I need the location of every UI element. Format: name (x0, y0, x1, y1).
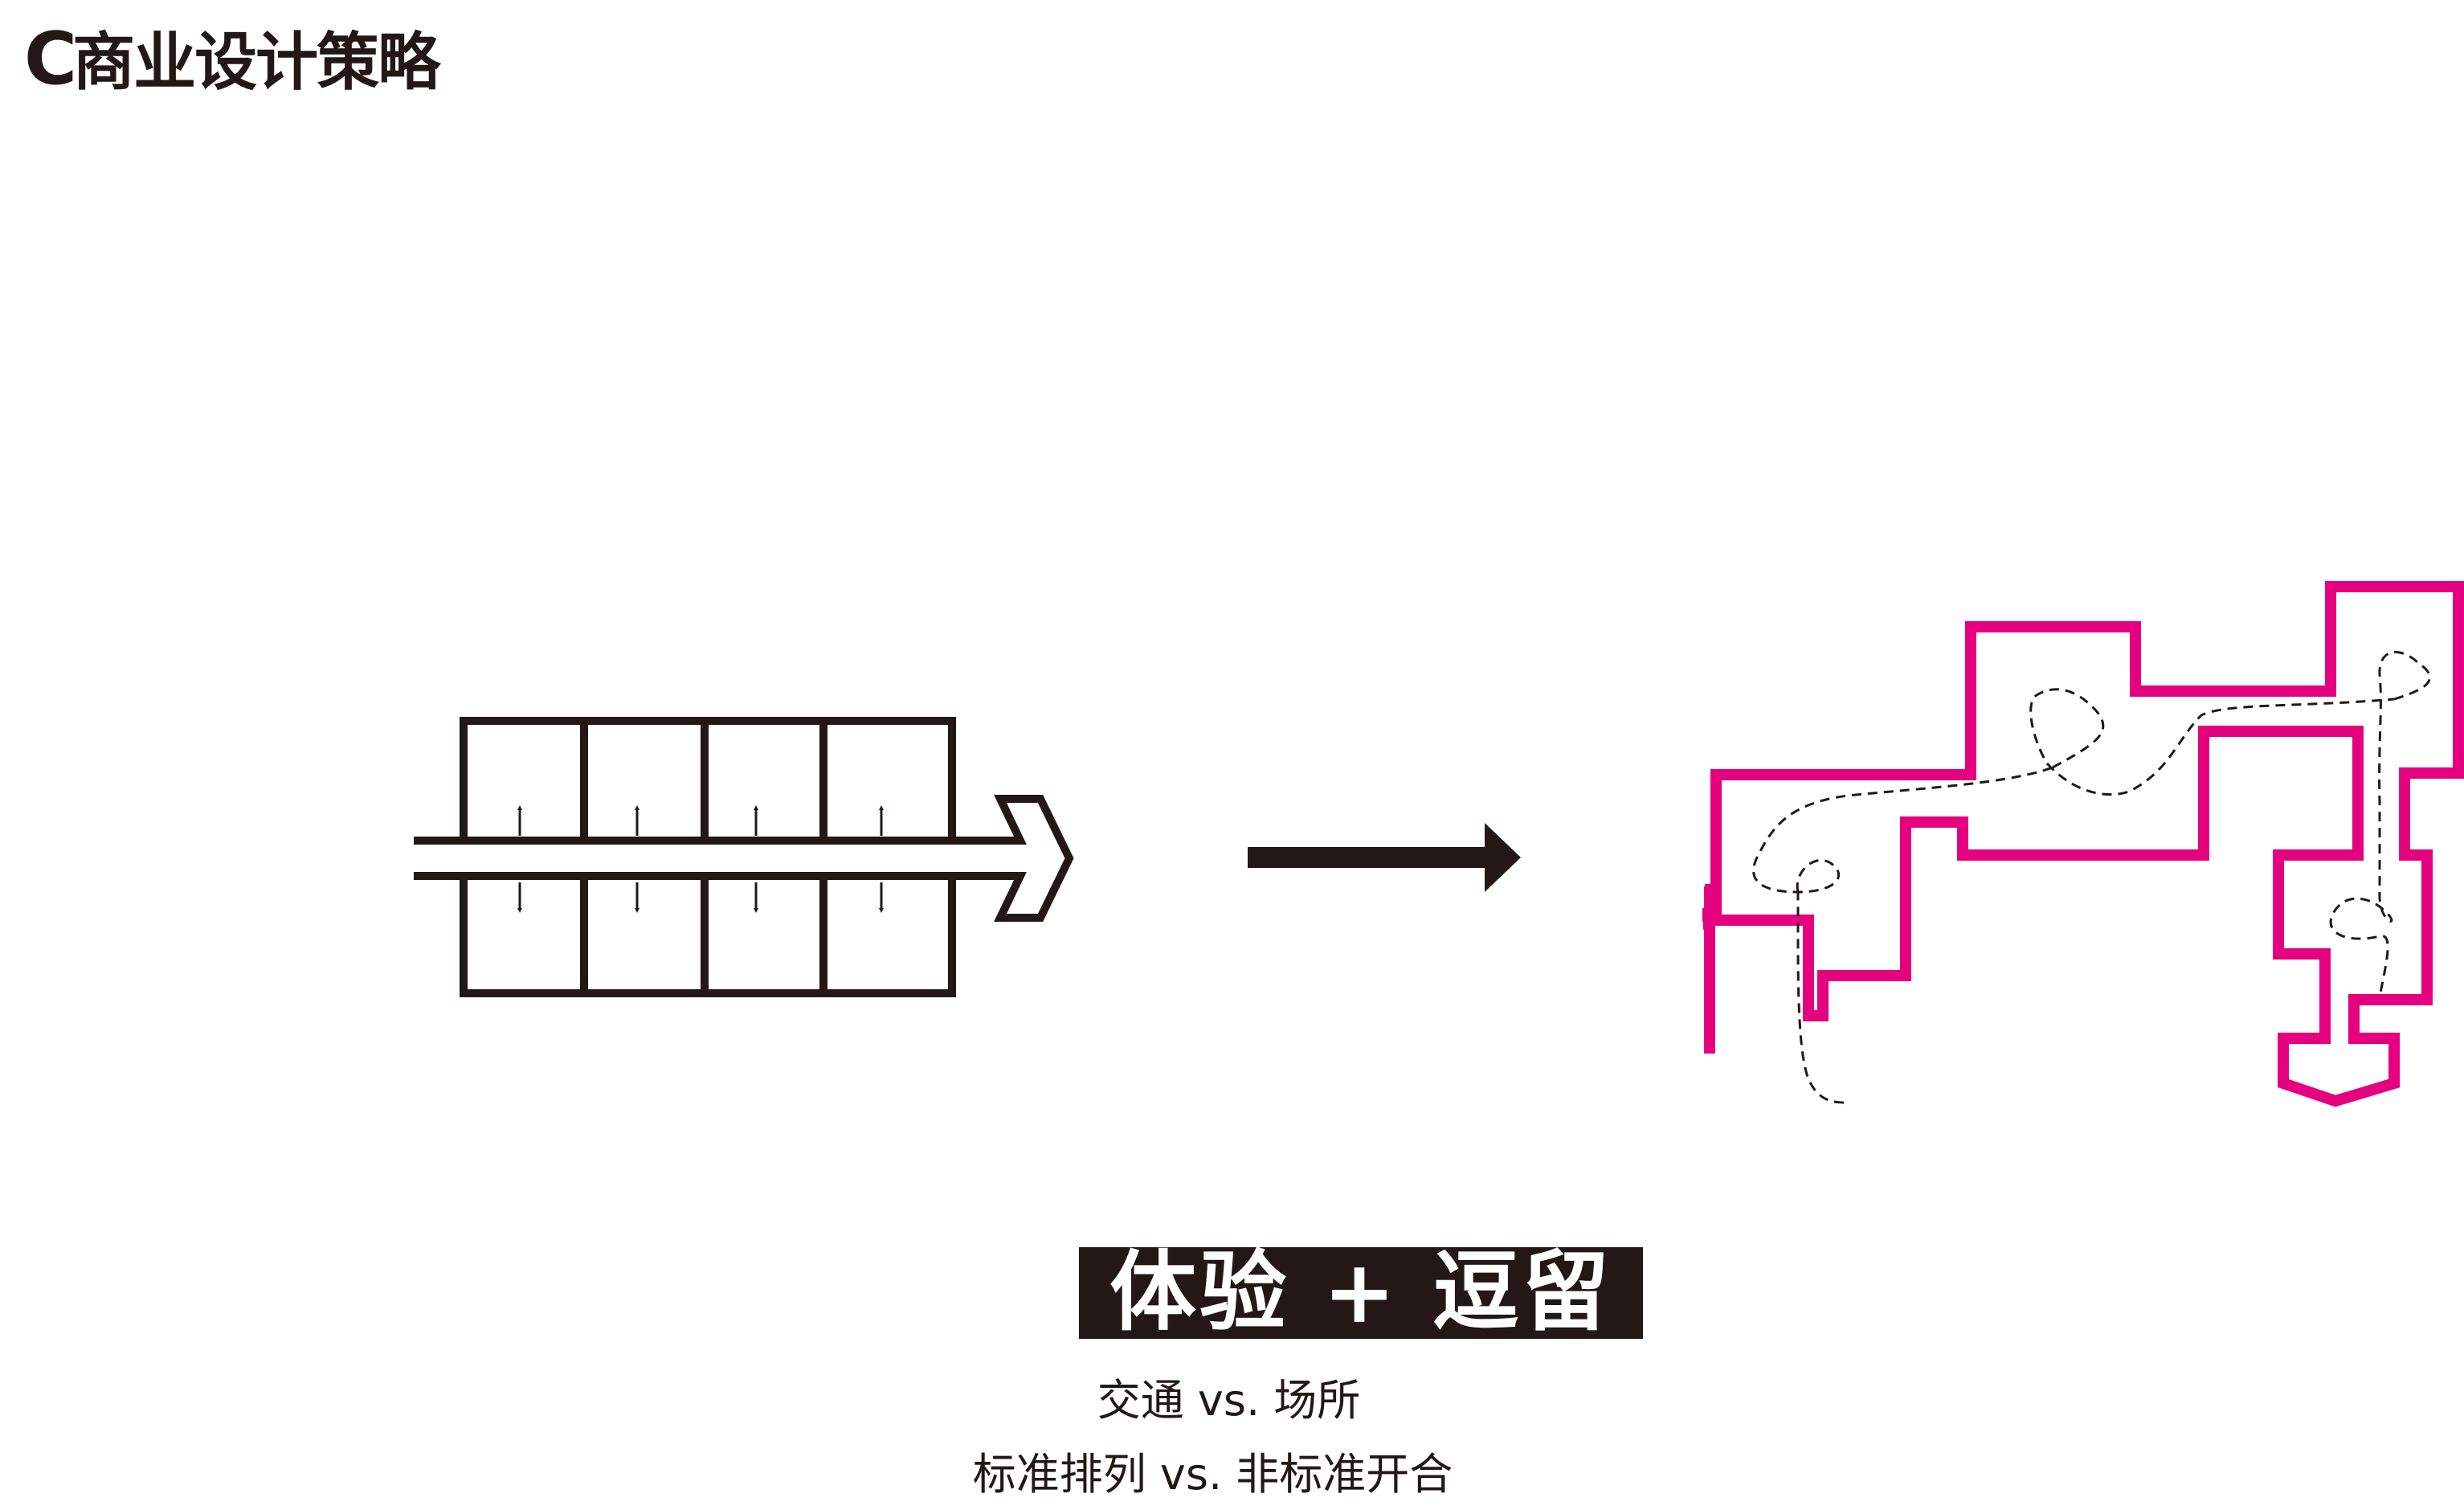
outer-boundary (1702, 884, 1716, 1054)
corridor-arrow (414, 795, 1074, 922)
page-title-text: 商业设计策略 (72, 27, 440, 99)
right-arrow-icon (1248, 823, 1521, 892)
caption-traffic-vs-place: 交通 vs. 场所 (1097, 1375, 1361, 1426)
pink-boundary (1710, 581, 2464, 1107)
visitor-path (1752, 651, 2431, 1104)
shop-access-arrows (517, 805, 884, 913)
page-title: C商业设计策略 (24, 16, 440, 103)
highlight-label-text: 体验 + 逗留 (1109, 1242, 1612, 1343)
highlight-label: 体验 + 逗留 (1079, 1247, 1643, 1339)
linear-corridor-diagram (414, 717, 1074, 997)
meandering-path-diagram (1702, 581, 2464, 1107)
page-title-letter: C (24, 17, 77, 101)
caption-standard-vs-nonstandard: 标准排列 vs. 非标准开合 (972, 1449, 1453, 1500)
